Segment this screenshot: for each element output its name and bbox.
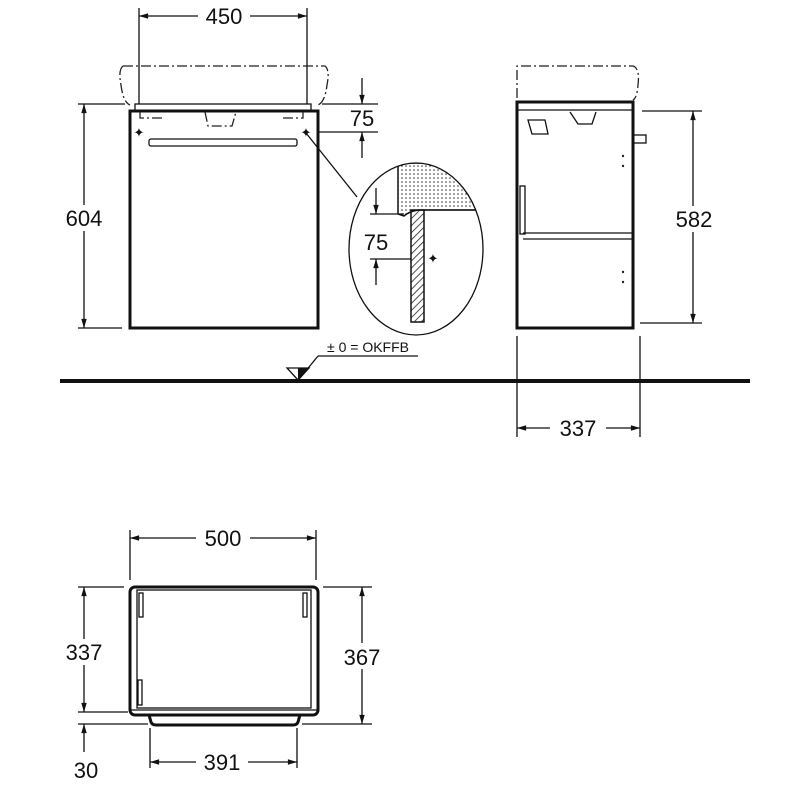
- cabinet-front: [128, 109, 320, 330]
- dim-top-depth: 337: [66, 640, 103, 665]
- floor-level-label: ± 0 = OKFFB: [327, 339, 409, 355]
- dim-side-depth: 337: [560, 416, 597, 441]
- dim-front-height: 604: [66, 206, 103, 231]
- wall-bracket: [632, 134, 647, 144]
- floor-reference: ± 0 = OKFFB: [60, 339, 750, 383]
- dim-side-height: 582: [676, 207, 713, 232]
- front-view: ✦ ✦ 450 604 75: [60, 4, 378, 330]
- cabinet-top-outline: [128, 585, 320, 717]
- detail-leader: [305, 132, 358, 198]
- basin-hidden-lines: [139, 111, 304, 127]
- top-view: 500 337 30 367 391: [60, 526, 388, 783]
- detail-view: 75 ✦: [348, 162, 484, 336]
- dim-front-width: 450: [206, 4, 243, 29]
- dim-plinth-depth: 30: [74, 758, 98, 783]
- dim-top-total-depth: 367: [344, 645, 381, 670]
- screw-icon: ✦: [428, 251, 439, 266]
- cabinet-side: [515, 100, 635, 330]
- dim-top-width: 500: [205, 526, 242, 551]
- side-view: 582 337: [515, 65, 720, 441]
- handle-bar: [148, 138, 298, 147]
- dim-top-offset: 75: [350, 106, 374, 131]
- screw-icon: ✦: [301, 125, 312, 140]
- plinth-outline: [147, 714, 302, 727]
- basin-outline: [119, 65, 329, 106]
- dim-plinth-width: 391: [204, 750, 241, 775]
- screw-icon: ✦: [134, 125, 145, 140]
- basin-outline-side: [516, 65, 640, 101]
- dim-detail-offset: 75: [364, 230, 388, 255]
